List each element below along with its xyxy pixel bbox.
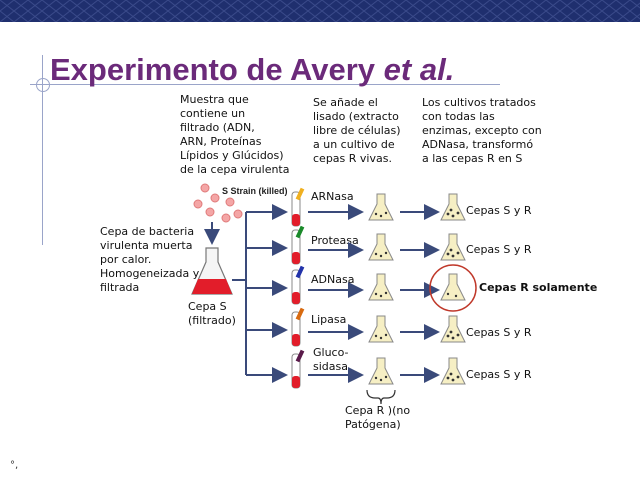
title-main: Experimento de Avery <box>50 52 384 87</box>
brace <box>366 389 396 405</box>
result-2: Cepas S y R <box>466 243 532 256</box>
tube-1-icon <box>291 187 305 227</box>
tube-2-icon <box>291 225 305 265</box>
enzyme-label-proteasa: Proteasa <box>311 234 359 247</box>
enzyme-label-adnasa: ADNasa <box>311 273 355 286</box>
tube-4-icon <box>291 307 305 347</box>
result-4: Cepas S y R <box>466 326 532 339</box>
flask-col2-dots <box>446 208 460 382</box>
cepa-s-text: Cepa S (filtrado) <box>188 300 236 327</box>
decor-horizontal-line <box>30 84 500 85</box>
lisado-text: Se añade el lisado (extracto libre de cé… <box>313 96 401 165</box>
cepa-bacteria-text: Cepa de bacteria virulenta muerta por ca… <box>100 225 200 294</box>
cepa-r-text: Cepa R )(no Patógena) <box>345 404 411 431</box>
killed-cells-icon <box>193 183 243 223</box>
flask-col2 <box>440 193 466 385</box>
enzyme-label-arnasa: ARNasa <box>311 190 354 203</box>
cultivos-text: Los cultivos tratados con todas las enzi… <box>422 96 542 165</box>
muestra-text: Muestra que contiene un filtrado (ADN, A… <box>180 93 290 176</box>
tube-5-icon <box>291 349 305 389</box>
result-1: Cepas S y R <box>466 204 532 217</box>
tube-3-icon <box>291 265 305 305</box>
title-italic: et al. <box>383 52 455 87</box>
result-arrows <box>400 204 440 383</box>
enzyme-label-glucosidasa: Gluco- sidasa <box>313 346 349 373</box>
enzyme-label-lipasa: Lipasa <box>311 313 347 326</box>
decor-circle <box>36 78 50 92</box>
s-strain-label: S Strain (killed) <box>222 186 288 196</box>
result-5: Cepas S y R <box>466 368 532 381</box>
highlight-circle <box>429 264 477 312</box>
banner-pattern <box>0 0 640 22</box>
slide-title: Experimento de Avery et al. <box>50 52 454 88</box>
result-3: Cepas R solamente <box>479 281 598 294</box>
branch-arrows <box>246 204 288 383</box>
decor-vertical-line <box>42 55 43 245</box>
flask-col1 <box>368 193 394 385</box>
tube-arrows <box>308 204 364 383</box>
flask-icon <box>191 247 233 295</box>
flask-col1-dots <box>374 211 388 382</box>
slide-footer: °, <box>10 460 19 471</box>
